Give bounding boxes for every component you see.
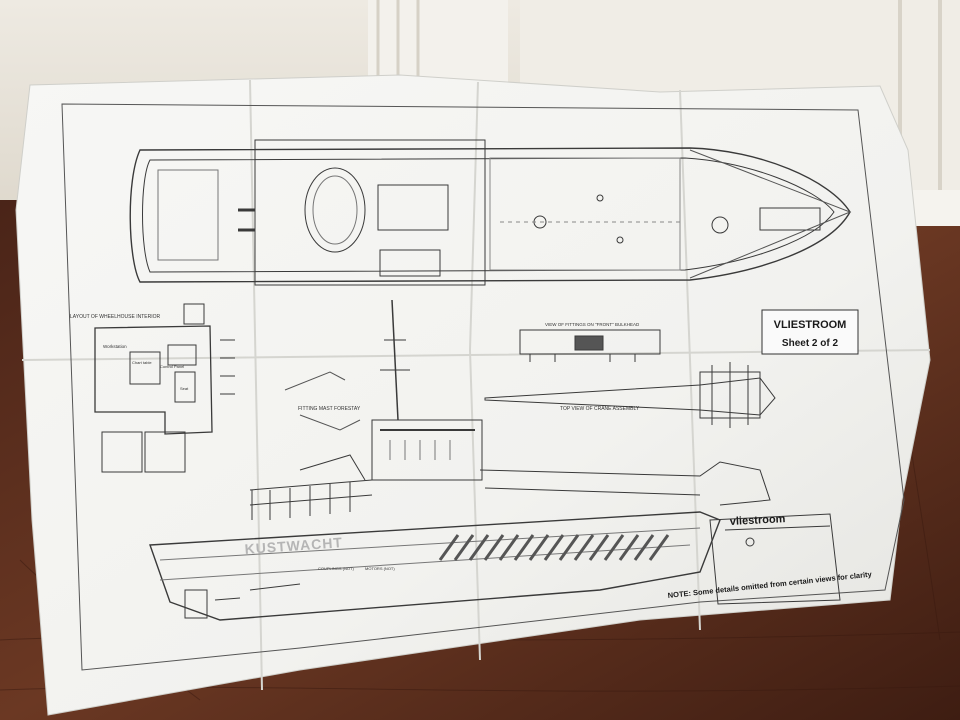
plan-sheet: Sheet 2 of 2	[782, 338, 839, 349]
crane-label: TOP VIEW OF CRANE ASSEMBLY	[560, 406, 640, 412]
stern-view	[709, 513, 841, 605]
mast-detail	[284, 371, 361, 431]
deck-plan	[129, 139, 852, 286]
plan-border	[61, 103, 905, 671]
plan-title: VLIESTROOM	[774, 319, 847, 331]
hull-profile	[149, 299, 771, 621]
couplings-label: COUPLINGS (NOT)	[318, 566, 354, 571]
title-block: VLIESTROOM Sheet 2 of 2	[761, 309, 859, 355]
hull-marking: KUSTWACHT	[244, 534, 343, 557]
stern-name: vliestroom	[730, 513, 786, 528]
seat-label: Seat	[180, 386, 189, 391]
control-panel-label: Control Panel	[160, 364, 184, 369]
crane-assembly	[484, 362, 776, 428]
chart-table-label: Chart table	[132, 360, 152, 365]
fittings-label: VIEW OF FITTINGS ON "FRONT" BULKHEAD	[545, 322, 640, 327]
workstation-label: Workstation	[103, 344, 127, 349]
motors-label: MOTORS (NOT)	[365, 566, 395, 571]
wheelhouse-label: LAYOUT OF WHEELHOUSE INTERIOR	[70, 314, 160, 320]
wheelhouse-layout	[94, 303, 235, 473]
hull-stripes	[438, 534, 670, 561]
mast-label: FITTING MAST FORESTAY	[298, 406, 361, 412]
bulkhead-fittings	[519, 329, 661, 362]
